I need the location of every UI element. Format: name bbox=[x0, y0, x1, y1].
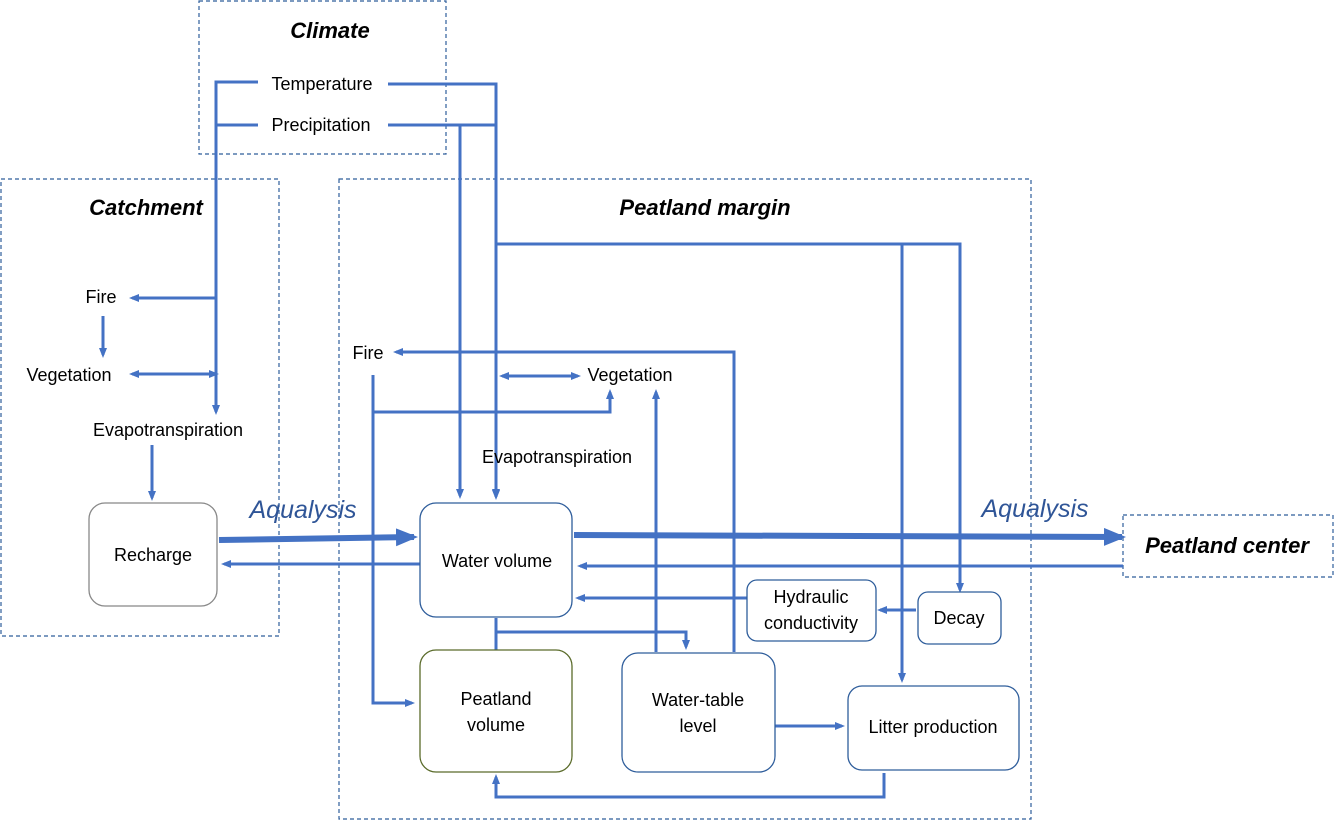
catchment-title: Catchment bbox=[89, 195, 204, 220]
climate-region bbox=[198, 0, 447, 155]
temperature-label: Temperature bbox=[271, 74, 372, 94]
catchment-region bbox=[0, 178, 280, 637]
aqualysis-left-label: Aqualysis bbox=[248, 496, 357, 524]
aqualysis-outflow-arrow bbox=[573, 527, 1126, 546]
water-table-label-line1: Water-table bbox=[652, 690, 744, 710]
peatland-volume-label-line2: volume bbox=[467, 715, 525, 735]
water-volume-label: Water volume bbox=[442, 551, 552, 571]
margin-internal-links bbox=[221, 348, 1123, 799]
hydraulic-conductivity-label-line1: Hydraulic bbox=[773, 587, 848, 607]
litter-production-box bbox=[847, 685, 1020, 771]
margin-vegetation-label: Vegetation bbox=[587, 365, 672, 385]
litter-production-label: Litter production bbox=[868, 717, 997, 737]
recharge-label: Recharge bbox=[114, 545, 192, 565]
hydraulic-conductivity-label-line2: conductivity bbox=[764, 613, 858, 633]
decay-label: Decay bbox=[933, 608, 984, 628]
climate-margin-links bbox=[388, 82, 964, 683]
catchment-vegetation-label: Vegetation bbox=[26, 365, 111, 385]
peatland-margin-title: Peatland margin bbox=[619, 195, 790, 220]
recharge-box bbox=[88, 502, 218, 607]
peatland-margin-region bbox=[338, 178, 1032, 820]
catchment-evapotranspiration-label: Evapotranspiration bbox=[93, 420, 243, 440]
margin-evapotranspiration-label: Evapotranspiration bbox=[482, 447, 632, 467]
hydraulic-conductivity-box bbox=[746, 579, 877, 642]
aqualysis-inflow-arrow bbox=[218, 528, 418, 547]
climate-title: Climate bbox=[290, 18, 369, 43]
precipitation-label: Precipitation bbox=[271, 115, 370, 135]
aqualysis-right-label: Aqualysis bbox=[980, 495, 1089, 523]
water-table-label-line2: level bbox=[679, 716, 716, 736]
climate-catchment-links bbox=[99, 80, 258, 501]
catchment-fire-label: Fire bbox=[86, 287, 117, 307]
peatland-volume-label-line1: Peatland bbox=[460, 689, 531, 709]
decay-box bbox=[917, 591, 1002, 645]
water-volume-box bbox=[419, 502, 573, 618]
peatland-center-region bbox=[1122, 514, 1334, 578]
margin-fire-label: Fire bbox=[353, 343, 384, 363]
peatland-center-title: Peatland center bbox=[1145, 533, 1310, 558]
water-table-box bbox=[621, 652, 776, 773]
peatland-volume-box bbox=[419, 649, 573, 773]
